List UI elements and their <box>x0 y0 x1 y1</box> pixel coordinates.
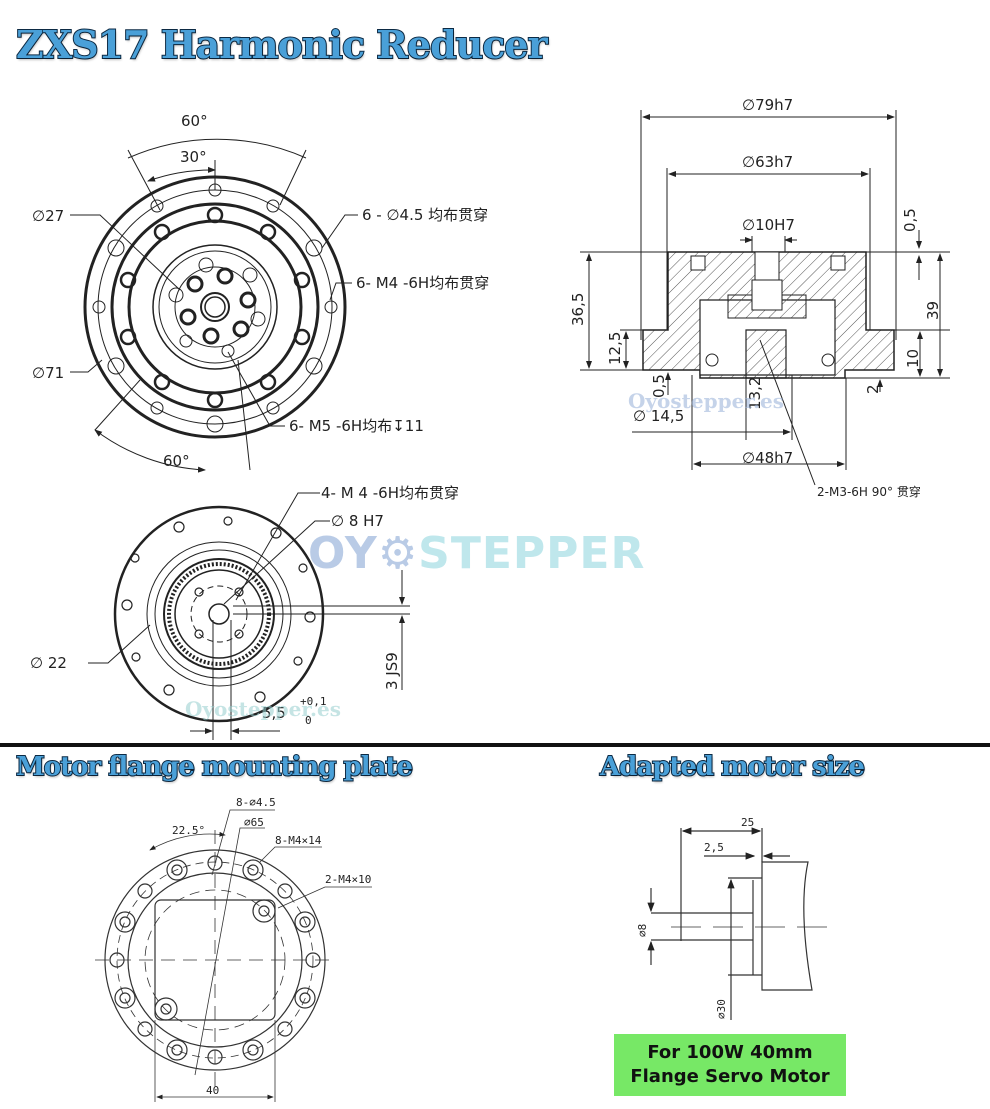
key-js9-label: 3 JS9 <box>383 652 401 690</box>
motor-dia-30-label: ∅30 <box>715 999 728 1019</box>
gear-motor-icon: ⚙ <box>377 528 419 579</box>
adapted-motor-drawing <box>647 827 835 1020</box>
thread-m5-label: 6- M5 -6H均布↧11 <box>289 417 424 435</box>
height-12-5-label: 12,5 <box>606 332 624 365</box>
watermark-site-2: Oyostepper.es <box>185 697 341 721</box>
front-view-drawing <box>70 138 358 473</box>
dia-10-label: ∅10H7 <box>742 216 795 234</box>
flange-dia-65-label: ∅65 <box>244 816 264 829</box>
rear-view-drawing <box>88 492 410 740</box>
section-divider <box>0 743 990 747</box>
holes-through-label: 6 - ∅4.5 均布贯穿 <box>362 206 488 224</box>
dia-71-label: ∅71 <box>32 364 64 382</box>
tolerance-upper-label: +0,1 <box>300 695 327 708</box>
flange-m4x14-label: 8-M4×14 <box>275 834 322 847</box>
angle-60-top-label: 60° <box>181 112 208 130</box>
height-0-5-top-label: 0,5 <box>901 208 919 232</box>
motor-dia-8-label: ∅8 <box>636 924 649 937</box>
flange-angle-label: 22.5° <box>172 824 205 837</box>
oystepper-watermark-logo: OY⚙STEPPER <box>308 528 645 579</box>
motor-length-25-label: 25 <box>741 816 754 829</box>
height-2-label: 2 <box>864 384 882 394</box>
main-title: ZXS17 Harmonic Reducer <box>15 21 549 68</box>
flange-m4x10-label: 2-M4×10 <box>325 873 371 886</box>
rear-dia-8-label: ∅ 8 H7 <box>331 512 384 530</box>
motor-length-2-5-label: 2,5 <box>704 841 724 854</box>
height-0-5-bottom-label: 0,5 <box>650 374 668 398</box>
dia-27-label: ∅27 <box>32 207 64 225</box>
rear-dia-22-label: ∅ 22 <box>30 654 67 672</box>
m3-note-label: 2-M3-6H 90° 贯穿 <box>817 484 921 499</box>
rear-m4-label: 4- M 4 -6H均布贯穿 <box>321 484 459 502</box>
dia-48-label: ∅48h7 <box>742 449 793 467</box>
adapted-motor-title: Adapted motor size <box>599 751 866 783</box>
watermark-oy-text: OY <box>308 528 378 579</box>
motor-compatibility-note: For 100W 40mm Flange Servo Motor <box>614 1034 846 1096</box>
watermark-site-1: Oyostepper.es <box>628 389 784 413</box>
flange-holes-label: 8-∅4.5 <box>236 796 276 809</box>
note-line-1: For 100W 40mm <box>647 1042 813 1063</box>
tolerance-lower-label: 0 <box>305 714 312 727</box>
dia-63-label: ∅63h7 <box>742 153 793 171</box>
flange-plate-title: Motor flange mounting plate <box>15 751 414 783</box>
flange-plate-drawing <box>95 809 372 1102</box>
key-depth-label: 5,5 <box>262 704 286 722</box>
watermark-stepper-text: STEPPER <box>418 528 646 579</box>
thread-m4-label: 6- M4 -6H均布贯穿 <box>356 274 489 292</box>
dia-79-label: ∅79h7 <box>742 96 793 114</box>
note-line-2: Flange Servo Motor <box>630 1066 830 1087</box>
angle-60-bottom-label: 60° <box>163 452 190 470</box>
height-36-5-label: 36,5 <box>569 293 587 326</box>
section-view-drawing <box>580 110 950 486</box>
dia-14-5-label: ∅ 14,5 <box>633 407 684 425</box>
flange-width-label: 40 <box>206 1084 219 1097</box>
angle-30-label: 30° <box>180 148 207 166</box>
height-13-2-label: 13,2 <box>746 377 764 410</box>
height-39-label: 39 <box>924 301 942 320</box>
height-10-label: 10 <box>904 349 922 368</box>
